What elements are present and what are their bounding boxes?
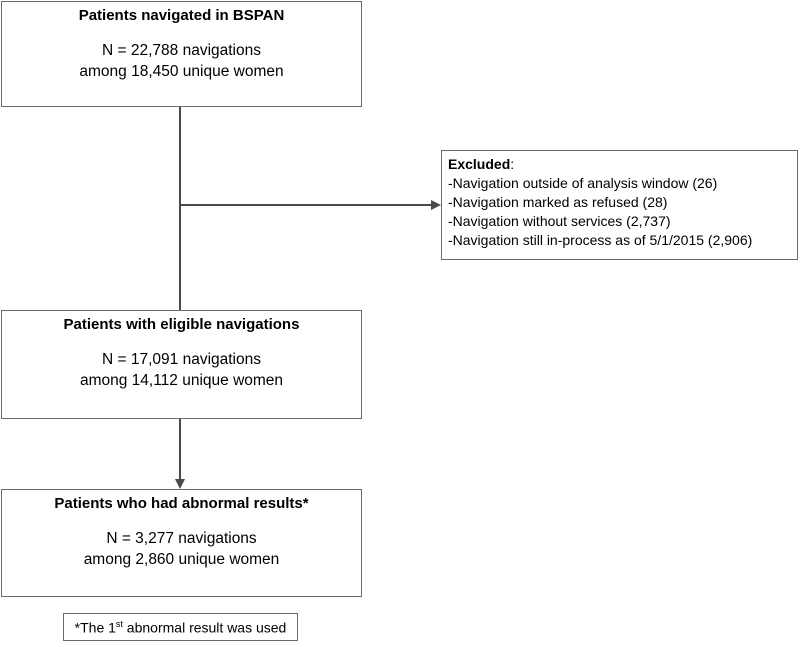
box-title: Patients navigated in BSPAN — [78, 7, 285, 24]
footnote-box: *The 1st abnormal result was used — [63, 613, 298, 641]
box-excluded: Excluded: -Navigation outside of analysi… — [441, 150, 798, 260]
box-line-women: among 14,112 unique women — [79, 372, 284, 389]
box-line-women: among 2,860 unique women — [83, 551, 280, 568]
excluded-item: -Navigation without services (2,737) — [448, 213, 671, 229]
box-line-women: among 18,450 unique women — [79, 63, 284, 80]
excluded-heading: Excluded: — [448, 156, 515, 172]
box-abnormal-results: Patients who had abnormal results* N = 3… — [1, 489, 362, 597]
excluded-item: -Navigation marked as refused (28) — [448, 194, 668, 210]
box-title: Patients who had abnormal results* — [54, 495, 309, 512]
excluded-item: -Navigation outside of analysis window (… — [448, 175, 718, 191]
box-line-navigations: N = 22,788 navigations — [102, 42, 261, 59]
box-line-navigations: N = 17,091 navigations — [102, 351, 261, 368]
box-patients-navigated: Patients navigated in BSPAN N = 22,788 n… — [1, 1, 362, 107]
footnote-text: *The 1st abnormal result was used — [74, 618, 287, 636]
box-line-navigations: N = 3,277 navigations — [106, 530, 257, 547]
excluded-item: -Navigation still in-process as of 5/1/2… — [448, 232, 753, 248]
box-eligible-navigations: Patients with eligible navigations N = 1… — [1, 310, 362, 419]
box-title: Patients with eligible navigations — [63, 316, 300, 333]
